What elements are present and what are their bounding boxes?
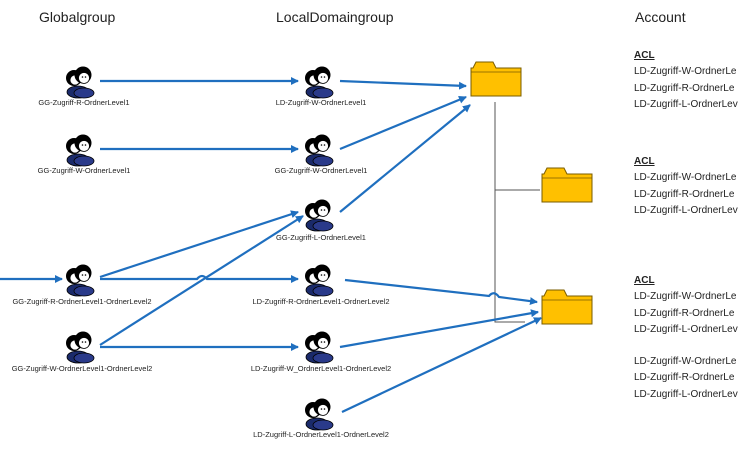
- ld-user-icon-1: [304, 66, 334, 99]
- gg-label-1: GG-Zugriff-R-OrdnerLevel1: [38, 98, 130, 107]
- ld-user-icon-2: [304, 134, 334, 167]
- ld-label-3: GG-Zugriff-L-OrdnerLevel1: [276, 233, 366, 242]
- arrow-gg-w-l1b-to-folder1: [339, 95, 467, 151]
- acl-spacer: [634, 338, 738, 354]
- arrow-gg-r-l2-to-ld-r-l2: [100, 274, 299, 283]
- folder-icon-level2: [541, 289, 593, 325]
- ld-user-icon-6: [304, 398, 334, 431]
- gg-label-2: GG-Zugriff-W-OrdnerLevel1: [37, 166, 131, 175]
- acl-entry: LD-Zugriff-L-OrdnerLev: [634, 204, 738, 216]
- acl-entry: LD-Zugriff-L-OrdnerLev: [634, 98, 738, 110]
- acl-title: ACL: [634, 275, 655, 286]
- arrow-gg-l-l1-to-folder1: [339, 104, 471, 213]
- arrow-gg-w-l2-to-gg-l-l1: [99, 215, 304, 346]
- arrow-ld-w-l1-to-folder1: [339, 79, 467, 90]
- gg-label-4: GG-Zugriff-W-OrdnerLevel1-OrdnerLevel2: [11, 364, 153, 373]
- acl-block-2: ACL LD-Zugriff-W-OrdnerLe LD-Zugriff-R-O…: [634, 154, 738, 219]
- arrow-ld-l-l2-to-folder3: [341, 317, 542, 413]
- acl-entry: LD-Zugriff-R-OrdnerLe: [634, 307, 735, 319]
- ld-label-6: LD-Zugriff-L-OrdnerLevel1-OrdnerLevel2: [253, 430, 389, 439]
- acl-entry: LD-Zugriff-W-OrdnerLe: [634, 291, 737, 303]
- ld-label-2: GG-Zugriff-W-OrdnerLevel1: [274, 166, 368, 175]
- arrow-ld-r-l2-to-folder3: [344, 278, 538, 306]
- arrow-ld-w-l2-to-folder3: [339, 309, 539, 349]
- gg-user-icon-3: [65, 264, 95, 297]
- acl-block-1: ACL LD-Zugriff-W-OrdnerLe LD-Zugriff-R-O…: [634, 48, 738, 113]
- gg-user-icon-2: [65, 134, 95, 167]
- arrow-gg-r-l2-to-gg-l-l1: [99, 210, 299, 279]
- acl-entry: LD-Zugriff-L-OrdnerLev: [634, 388, 738, 400]
- ld-user-icon-5: [304, 331, 334, 364]
- account-header: Account: [635, 9, 686, 25]
- acl-entry: LD-Zugriff-R-OrdnerLe: [634, 372, 735, 384]
- acl-entry: LD-Zugriff-R-OrdnerLe: [634, 188, 735, 200]
- acl-title: ACL: [634, 156, 655, 167]
- acl-title: ACL: [634, 50, 655, 61]
- gg-label-3: GG-Zugriff-R-OrdnerLevel1-OrdnerLevel2: [12, 297, 152, 306]
- acl-entry: LD-Zugriff-L-OrdnerLev: [634, 323, 738, 335]
- acl-entry: LD-Zugriff-W-OrdnerLe: [634, 66, 737, 78]
- ld-label-1: LD-Zugriff-W-OrdnerLevel1: [275, 98, 367, 107]
- folder-icon-level1: [470, 61, 522, 97]
- arrows: [0, 77, 542, 413]
- acl-entry: LD-Zugriff-R-OrdnerLe: [634, 82, 735, 94]
- globalgroup-header: Globalgroup: [39, 9, 116, 25]
- acl-block-3: ACL LD-Zugriff-W-OrdnerLe LD-Zugriff-R-O…: [634, 273, 738, 403]
- gg-user-icon-1: [65, 66, 95, 99]
- gg-user-icon-4: [65, 331, 95, 364]
- localdomaingroup-header: LocalDomaingroup: [276, 9, 394, 25]
- ld-user-icon-3: [304, 199, 334, 232]
- acl-entry: LD-Zugriff-W-OrdnerLe: [634, 356, 737, 368]
- ld-label-5: LD-Zugriff-W_OrdnerLevel1-OrdnerLevel2: [250, 364, 392, 373]
- folder-icon-sub: [541, 167, 593, 203]
- ld-user-icon-4: [304, 264, 334, 297]
- ld-label-4: LD-Zugriff-R-OrdnerLevel1-OrdnerLevel2: [252, 297, 390, 306]
- folder-tree-lines: [494, 102, 540, 323]
- acl-entry: LD-Zugriff-W-OrdnerLe: [634, 172, 737, 184]
